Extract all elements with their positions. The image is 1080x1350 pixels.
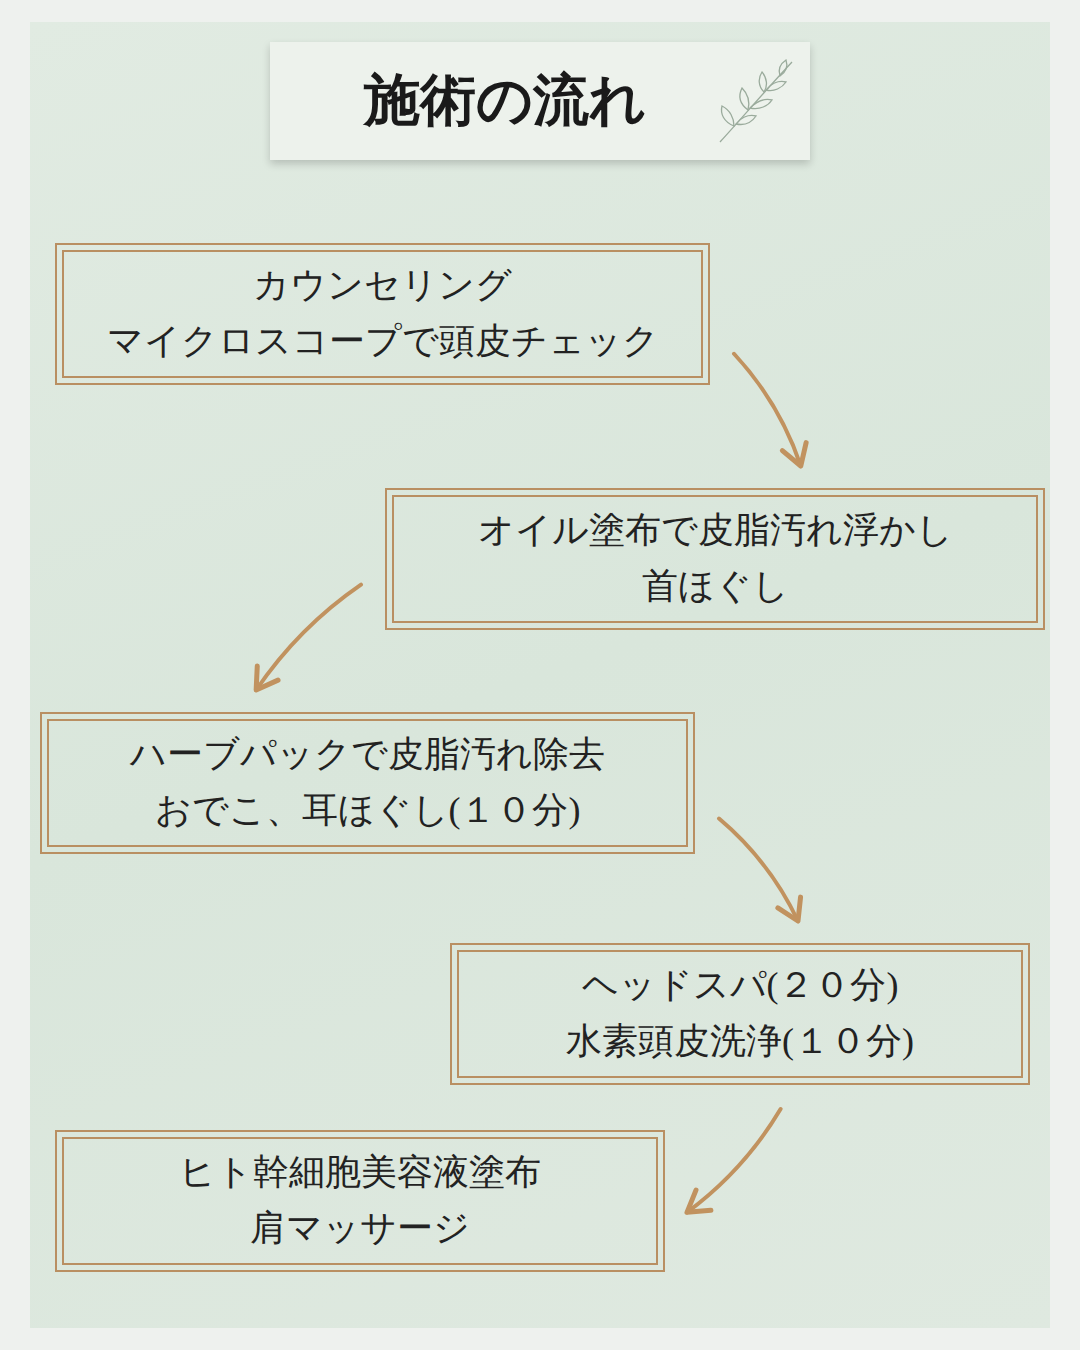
step-text: ヘッドスパ(２０分) [582,958,899,1014]
process-box: ヒト幹細胞美容液塗布肩マッサージ [55,1130,665,1272]
step-text: 肩マッサージ [250,1201,470,1257]
flow-arrow [256,585,361,690]
process-box: カウンセリングマイクロスコープで頭皮チェック [55,243,710,385]
step-text: おでこ、耳ほぐし(１０分) [155,783,581,839]
title-text: 施術の流れ [364,63,646,139]
leaf-ornament [712,56,798,148]
step-text: マイクロスコープで頭皮チェック [107,314,659,370]
process-box: ハーブパックで皮脂汚れ除去おでこ、耳ほぐし(１０分) [40,712,695,854]
process-box: ヘッドスパ(２０分)水素頭皮洗浄(１０分) [450,943,1030,1085]
flow-arrow [687,1109,781,1212]
title-banner: 施術の流れ [270,42,810,160]
step-text: カウンセリング [253,258,512,314]
background-panel [30,22,1050,1328]
flow-arrow [719,819,801,922]
process-box: オイル塗布で皮脂汚れ浮かし首ほぐし [385,488,1045,630]
step-text: 首ほぐし [642,559,789,615]
step-text: ハーブパックで皮脂汚れ除去 [130,727,605,783]
step-text: オイル塗布で皮脂汚れ浮かし [478,503,953,559]
flow-arrow [734,354,806,466]
step-text: ヒト幹細胞美容液塗布 [179,1145,541,1201]
step-text: 水素頭皮洗浄(１０分) [566,1014,914,1070]
